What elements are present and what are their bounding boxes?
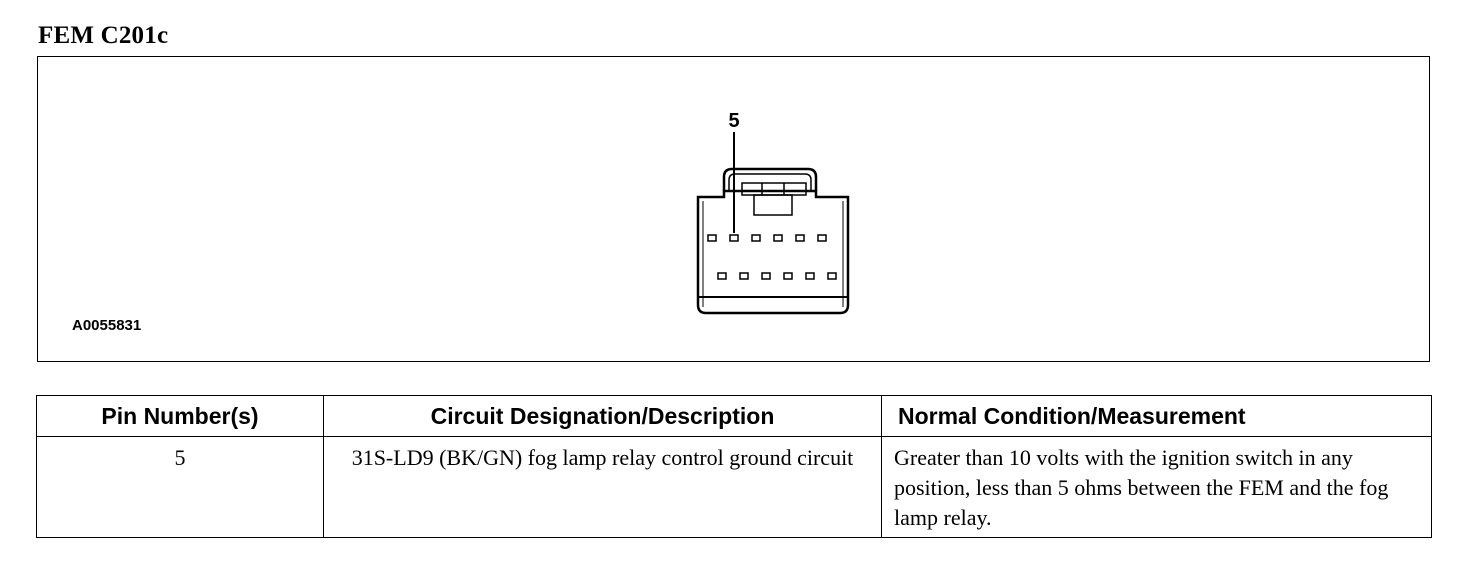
figure-id-label: A0055831: [72, 317, 142, 334]
header-circuit-designation: Circuit Designation/Description: [323, 395, 882, 437]
latch-lock: [753, 194, 793, 216]
cell-circuit-description: 31S-LD9 (BK/GN) fog lamp relay control g…: [323, 436, 882, 538]
connector-title: FEM C201c: [38, 22, 169, 49]
header-normal-condition: Normal Condition/Measurement: [881, 395, 1432, 437]
table-row: 5 31S-LD9 (BK/GN) fog lamp relay control…: [36, 436, 1432, 538]
connector-face-diagram: 5: [696, 110, 850, 315]
latch-window: [741, 182, 807, 196]
terminal-row-top: [707, 234, 827, 242]
connector-latch: [722, 167, 818, 191]
cell-pin-number: 5: [36, 436, 324, 538]
pin-table-header: Pin Number(s) Circuit Designation/Descri…: [36, 395, 1432, 437]
pin-table: Pin Number(s) Circuit Designation/Descri…: [36, 395, 1432, 538]
terminal-row-bottom: [717, 272, 837, 280]
connector-body: [696, 189, 850, 315]
pin-callout-label: 5: [728, 110, 739, 132]
connector-figure: 5 A0055831: [37, 56, 1430, 362]
header-pin-numbers: Pin Number(s): [36, 395, 324, 437]
cell-normal-condition: Greater than 10 volts with the ignition …: [881, 436, 1432, 538]
